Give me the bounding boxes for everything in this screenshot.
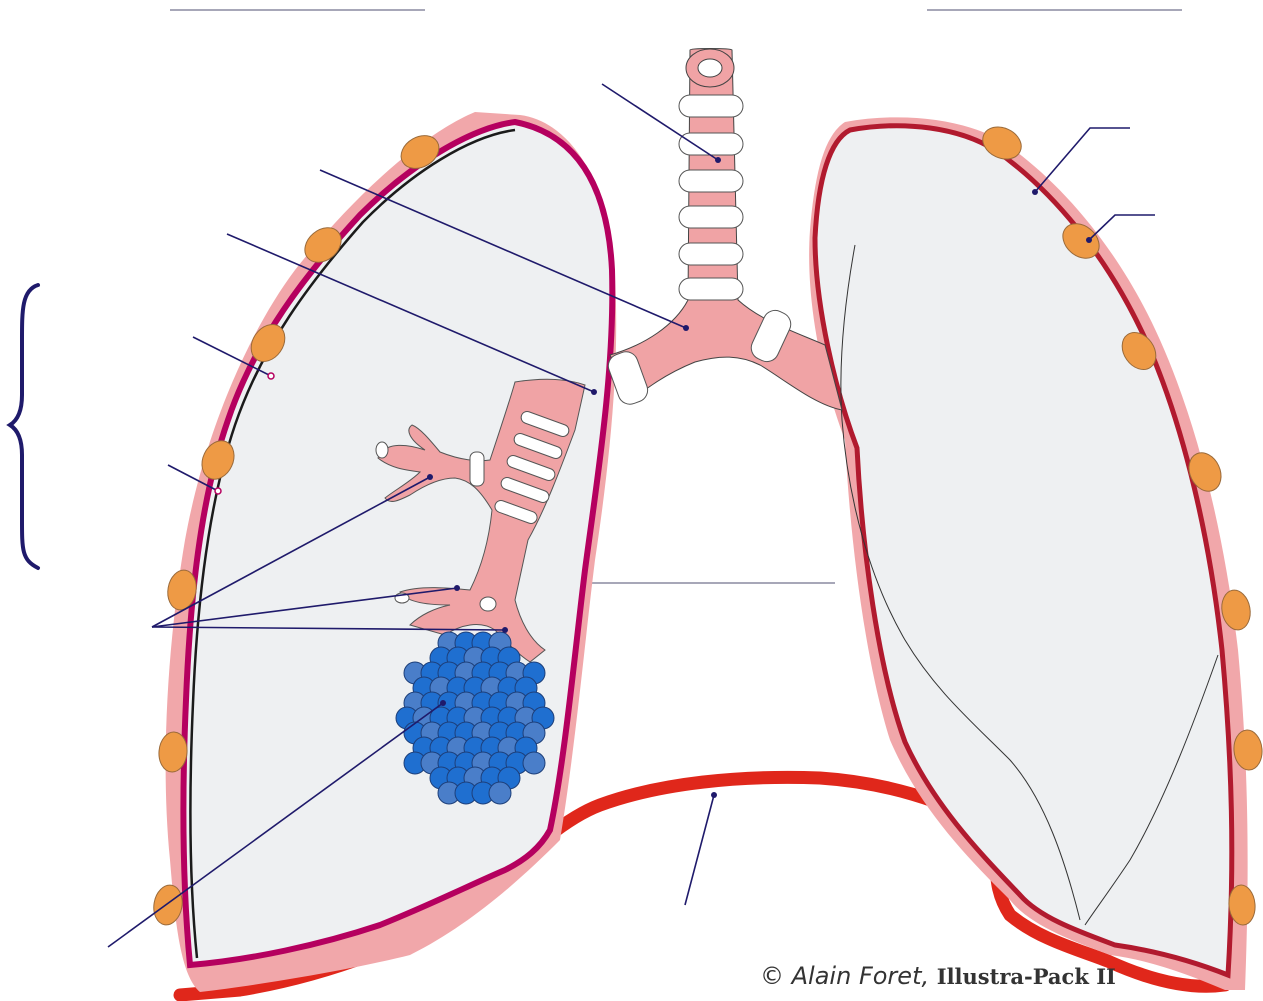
cartilage-ring: [679, 243, 743, 265]
leader-dot: [591, 389, 597, 395]
leader-dot: [440, 700, 446, 706]
trachea-lumen: [698, 59, 722, 77]
cartilage-ring: [679, 278, 743, 300]
leader-dot: [427, 474, 433, 480]
cartilage-ring: [679, 170, 743, 192]
leader-dot: [683, 325, 689, 331]
alveolus: [523, 752, 545, 774]
leader-dot: [711, 792, 717, 798]
alveolus: [489, 782, 511, 804]
cartilage-ring: [679, 95, 743, 117]
leader-dot-open: [268, 373, 274, 379]
brace: [10, 285, 38, 568]
leader-dot: [715, 157, 721, 163]
trachea: [605, 49, 842, 411]
leader-dot: [1086, 237, 1092, 243]
credit-pack: Illustra-Pack II: [937, 964, 1116, 989]
leader-dot-open: [215, 488, 221, 494]
leader-dot: [1032, 189, 1038, 195]
leader-dot: [454, 585, 460, 591]
credit-author: Alain Foret,: [792, 962, 929, 990]
bronchiole-lumen: [376, 442, 388, 458]
left-lung-body: [815, 126, 1232, 975]
cartilage-ring: [679, 133, 743, 155]
leader-line-diaphragm: [685, 795, 714, 905]
bronchiole-lumen: [480, 597, 496, 611]
copyright-credit: © Alain Foret, Illustra-Pack II: [760, 962, 1116, 990]
cartilage-ring: [679, 206, 743, 228]
left-lung: [809, 117, 1248, 990]
copyright-symbol: ©: [760, 962, 784, 990]
right-lung-body: [183, 122, 612, 965]
cartilage-ring: [470, 452, 484, 486]
right-lung: [166, 112, 617, 992]
leader-dot: [502, 627, 508, 633]
